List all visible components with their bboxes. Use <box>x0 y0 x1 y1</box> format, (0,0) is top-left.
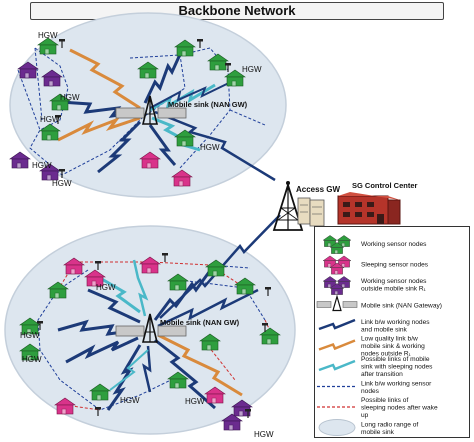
server-rack <box>297 197 325 227</box>
hgw-label: HGW <box>254 430 274 439</box>
hgw-label: HGW <box>200 143 220 152</box>
access-gw-tower <box>272 181 304 231</box>
legend-symbol-long_range <box>318 419 356 436</box>
hgw-label: HGW <box>120 396 140 405</box>
lower-mobile-sink <box>115 313 187 343</box>
sg-control-center-label: SG Control Center <box>352 181 418 190</box>
legend-symbol-outside <box>322 276 352 295</box>
legend-text: Mobile sink (NAN Gateway) <box>361 303 442 310</box>
access-gw-label: Access GW <box>296 185 340 194</box>
hgw-label: HGW <box>60 93 80 102</box>
hgw-label: HGW <box>52 179 72 188</box>
legend-item-sink: Mobile sink (NAN Gateway) <box>316 294 442 312</box>
legend-item-sleeping: Sleeping sensor nodes <box>322 255 429 275</box>
legend-symbol-working <box>322 235 352 254</box>
diagram-title: Backbone Network <box>178 3 296 18</box>
hgw-label: HGW <box>40 115 60 124</box>
legend-text: Working sensor nodes <box>361 241 427 248</box>
hgw-label: HGW <box>22 355 42 364</box>
hgw-label: HGW <box>32 161 52 170</box>
hgw-label: HGW <box>38 31 58 40</box>
legend-item-working: Working sensor nodes <box>322 235 427 254</box>
upper-sink-label: Mobile sink (NAN GW) <box>168 100 248 109</box>
upper-mobile-sink <box>115 95 187 125</box>
hgw-label: HGW <box>96 283 116 292</box>
lower-radio-links <box>57 214 281 411</box>
sg-control-center-building <box>337 192 401 225</box>
lower-sink-label: Mobile sink (NAN GW) <box>160 318 240 327</box>
hgw-label: HGW <box>185 397 205 406</box>
hgw-label: HGW <box>242 65 262 74</box>
legend-symbol-sleeping <box>322 255 352 275</box>
legend-symbol-link_working <box>318 318 356 331</box>
legend-symbol-low_quality <box>318 339 356 351</box>
legend-symbol-possible_sleeping <box>318 359 356 372</box>
legend-symbol-sink <box>316 294 358 312</box>
hgw-labels: HGW HGW HGW HGW HGW HGW HGW HGW HGW HGW … <box>20 31 274 439</box>
legend-text: Sleeping sensor nodes <box>361 262 429 269</box>
hgw-label: HGW <box>20 331 40 340</box>
